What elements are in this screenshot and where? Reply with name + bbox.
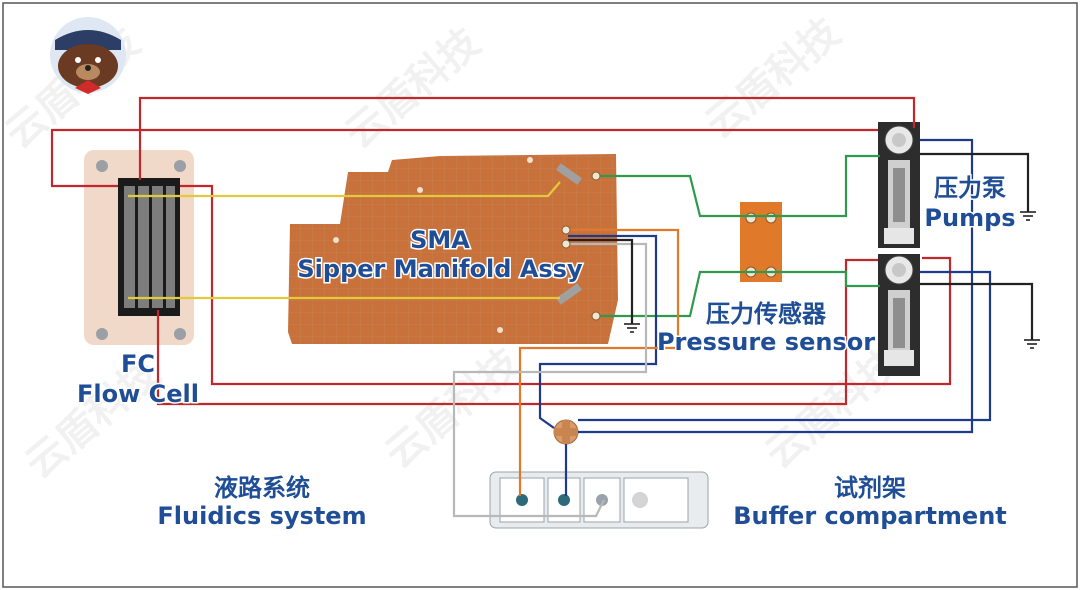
sensor-en-label: Pressure sensor: [657, 328, 875, 356]
green-tube: [596, 270, 880, 318]
fluidics-en-label: Fluidics system: [157, 502, 366, 530]
flow-cell-abbr: FC: [121, 350, 155, 378]
gray-tube: [452, 242, 648, 518]
red-tube: [138, 96, 916, 180]
pump-upper: [878, 122, 920, 248]
yellow-tube: [128, 181, 561, 198]
flow-cell-label: Flow Cell: [77, 380, 199, 408]
ground-icon: [1020, 211, 1036, 221]
red-tube: [180, 184, 952, 386]
blue-tube: [578, 270, 992, 422]
green-tube: [596, 154, 880, 218]
sma-board: [288, 154, 618, 344]
tubing-layer: [50, 96, 1034, 518]
pump-lower: [878, 254, 920, 376]
pumps-en-label: Pumps: [924, 204, 1015, 232]
red-tube: [50, 128, 878, 188]
pressure-sensor: [740, 202, 782, 282]
blue-tube: [538, 234, 658, 429]
buffer-compartment: [489, 471, 709, 529]
bear-mascot-logo-icon: [50, 17, 126, 94]
orange-tube: [518, 228, 680, 496]
sma-ports: [561, 171, 601, 321]
pumps-cn-label: 压力泵: [934, 174, 1006, 202]
flow-cell: [84, 150, 194, 345]
sma-label: Sipper Manifold Assy: [297, 255, 583, 283]
black-wire: [920, 282, 1034, 340]
blue-tube: [578, 138, 974, 434]
ground-icon: [624, 323, 640, 333]
ground-icon: [1024, 339, 1040, 349]
sensor-cn-label: 压力传感器: [706, 300, 827, 328]
black-wire: [568, 238, 634, 324]
fluidics-cn-label: 液路系统: [214, 474, 310, 502]
red-tube: [156, 258, 878, 406]
black-wire: [920, 152, 1030, 212]
buffer-cn-label: 试剂架: [834, 474, 906, 502]
sma-abbr: SMA: [410, 226, 470, 254]
buffer-en-label: Buffer compartment: [733, 502, 1007, 530]
manifold-valve: [553, 419, 579, 445]
